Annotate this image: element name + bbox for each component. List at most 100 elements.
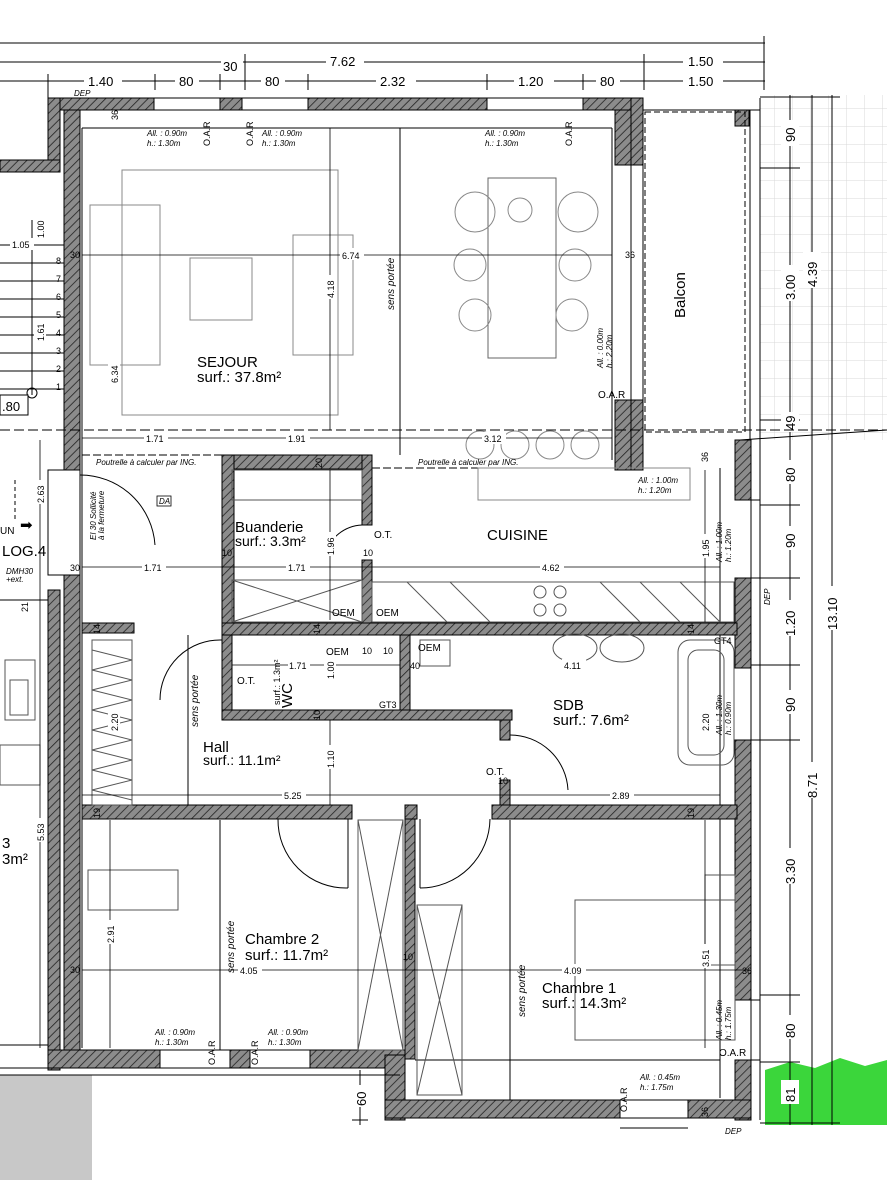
dim-row2-4: 1.20 — [518, 74, 543, 89]
window-note-9a: All. : 0.90m — [154, 1028, 195, 1037]
window-note-11a: All. : 0.45m — [639, 1073, 680, 1082]
rdim-80b: 80 — [783, 1024, 798, 1038]
oem-label-4: OEM — [418, 643, 441, 654]
oem-label-2: OEM — [376, 608, 399, 619]
wall-mark-36d: 36 — [742, 966, 752, 976]
wall-mark-21: 21 — [20, 602, 30, 612]
dmh-label: DMH30 — [6, 567, 34, 576]
poutrelle-label-1: Poutrelle à calculer par ING. — [96, 458, 197, 467]
entrance-arrow-icon: ➡ — [20, 517, 33, 534]
terrace-grid — [760, 95, 887, 440]
room-surface-sdb: surf.: 7.6m² — [553, 712, 629, 729]
oar-label-2: O.A.R — [245, 121, 255, 146]
annotations: O.A.R O.A.R O.A.R O.A.R O.A.R O.A.R O.A.… — [0, 89, 772, 1136]
stair-num-2: 2 — [56, 364, 61, 374]
wall-mark-30c: 30 — [70, 965, 80, 975]
ext-label: +ext. — [6, 575, 24, 584]
wall-mark-19b: 19 — [686, 808, 696, 818]
dim-100b: 1.00 — [36, 220, 46, 238]
window-note-2a: All. : 0.90m — [261, 129, 302, 138]
gt3-label: GT3 — [379, 700, 397, 710]
dim-100: 1.00 — [326, 661, 336, 679]
oar-label-1: O.A.R — [202, 121, 212, 146]
dim-row2-5: 80 — [600, 74, 614, 89]
room-name-buanderie: Buanderie — [235, 519, 303, 536]
stair-num-1: 1 — [56, 382, 61, 392]
ot-label-3: O.T. — [486, 767, 504, 778]
wall-mark-14a: 14 — [92, 624, 102, 634]
sejour-furniture — [89, 169, 691, 501]
window-note-10b: h.: 1.30m — [268, 1038, 302, 1047]
rdim-90b: 90 — [783, 534, 798, 548]
dim-105: 1.05 — [12, 240, 30, 250]
stair-num-7: 7 — [56, 274, 61, 284]
stair-num-5: 5 — [56, 310, 61, 320]
oar-label-5: O.A.R — [719, 1048, 746, 1059]
window-note-10a: All. : 0.90m — [267, 1028, 308, 1037]
right-dimension-labels: 90 3.00 49 80 90 1.20 90 3.30 80 81 4.39… — [781, 120, 841, 1104]
room-labels: SEJOUR surf.: 37.8m² Balcon CUISINE Buan… — [2, 272, 689, 1012]
window-note-3b: h.: 1.30m — [485, 139, 519, 148]
dep-label-3: DEP — [725, 1127, 742, 1136]
wall-mark-20: 20 — [314, 458, 324, 468]
oem-label-3: OEM — [326, 647, 349, 658]
wall-mark-30a: 30 — [70, 250, 80, 260]
top-dimensions — [0, 36, 765, 100]
room-name-wc: WC — [279, 683, 296, 708]
rdim-49: 49 — [783, 416, 798, 430]
ot-label-2: O.T. — [237, 676, 255, 687]
sens-portee-4: sens portée — [517, 964, 528, 1017]
rdim-439: 4.39 — [805, 262, 820, 287]
window-note-3a: All. : 0.90m — [484, 129, 525, 138]
room-surface-buanderie: surf.: 3.3m² — [235, 533, 306, 549]
rdim-90a: 90 — [783, 128, 798, 142]
dim-351: 3.51 — [701, 949, 711, 967]
dim-263: 2.63 — [36, 485, 46, 503]
stair-num-6: 6 — [56, 292, 61, 302]
room-name-chambre2: Chambre 2 — [245, 931, 319, 948]
dep-label-2: DEP — [763, 588, 772, 605]
room-name-cuisine: CUISINE — [487, 527, 548, 544]
wall-mark-30b: 30 — [70, 563, 80, 573]
room-surface-wc: surf.: 1.3m² — [272, 659, 282, 705]
window-note-11b: h.: 1.75m — [640, 1083, 674, 1092]
rdim-120: 1.20 — [783, 611, 798, 636]
left-unit — [0, 599, 48, 786]
wall-mark-10g: 10 — [383, 646, 393, 656]
dim-171a: 1.71 — [146, 434, 164, 444]
oar-label-6: O.A.R — [207, 1040, 217, 1065]
wall-mark-10e: 10 — [362, 646, 372, 656]
room-surface-sejour: surf.: 37.8m² — [197, 369, 281, 386]
sens-portee-2: sens portée — [190, 674, 201, 727]
wall-mark-10d: 10 — [312, 710, 322, 720]
dim-overall-right: 1.50 — [688, 54, 713, 69]
window-note-6a: All. : 1.00m — [715, 522, 724, 563]
window-note-7a: All. : 1.30m — [715, 695, 724, 736]
rdim-330: 3.30 — [783, 859, 798, 884]
window-note-5a: All. : 1.00m — [637, 476, 678, 485]
sens-portee-3: sens portée — [226, 920, 237, 973]
rdim-1310: 13.10 — [825, 597, 840, 630]
window-note-2b: h.: 1.30m — [262, 139, 296, 148]
rdim-300: 3.00 — [783, 275, 798, 300]
windows — [47, 97, 761, 1119]
window-note-4b: h.: 2.20m — [605, 334, 614, 368]
window-note-6b: h.: 1.20m — [724, 528, 733, 562]
dim-191: 1.91 — [288, 434, 306, 444]
room-name-chambre1: Chambre 1 — [542, 980, 616, 997]
wall-mark-14b: 14 — [312, 624, 322, 634]
wall-mark-10f: 10 — [498, 776, 508, 786]
room-surface-chambre2: surf.: 11.7m² — [245, 947, 328, 964]
dim-row2-1: 80 — [179, 74, 193, 89]
oar-label-8: O.A.R — [619, 1087, 629, 1112]
gt4-label: GT4 — [714, 636, 732, 646]
outline-lines — [0, 98, 887, 1129]
un-label: UN — [0, 526, 14, 537]
ot-label-1: O.T. — [374, 530, 392, 541]
dim-195: 1.95 — [701, 539, 711, 557]
wall-mark-10b: 10 — [363, 548, 373, 558]
rdim-81: 81 — [783, 1088, 798, 1102]
stair-num-4: 4 — [56, 328, 61, 338]
dim-462: 4.62 — [542, 563, 560, 573]
walls — [0, 97, 752, 1121]
